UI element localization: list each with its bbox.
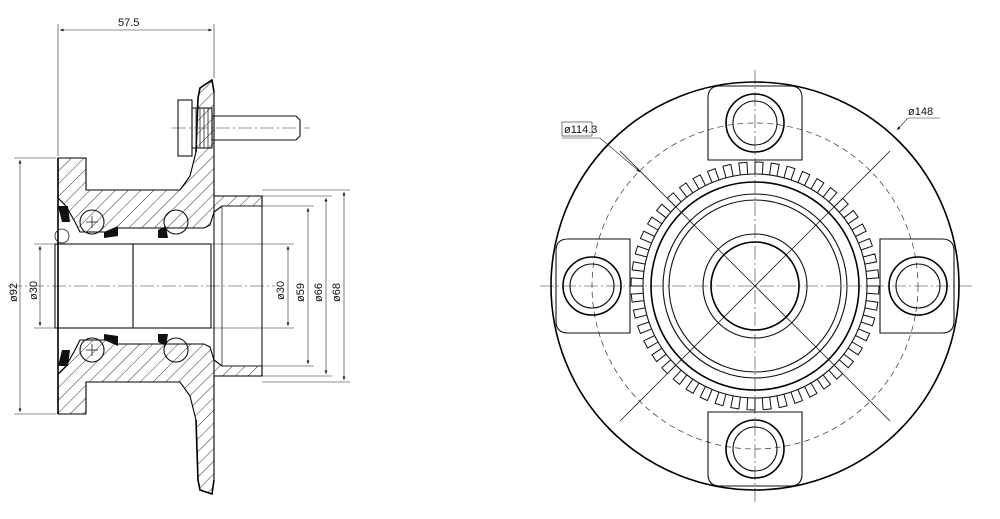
bearing-balls-upper <box>79 209 189 235</box>
stud-hole-left <box>562 256 622 316</box>
wheel-stud <box>172 99 310 157</box>
dim-bore-right-label: ø30 <box>275 281 287 300</box>
seal-lower-left <box>58 350 70 366</box>
hub-bore <box>710 241 800 331</box>
stud-hole-bottom <box>725 419 785 479</box>
abs-tone-ring <box>630 161 880 411</box>
dim-outer-label: ø148 <box>908 106 933 118</box>
hub-outer-circle <box>650 181 860 391</box>
detail-circle <box>54 228 70 244</box>
dim-d66-label: ø66 <box>313 283 325 302</box>
abs-teeth <box>630 161 880 411</box>
stud-hole-right <box>888 256 948 316</box>
hub-bore-outer <box>702 233 808 339</box>
bearing-balls-lower <box>79 337 189 363</box>
stud-bosses <box>555 85 955 487</box>
dim-pcd-label: ø114.3 <box>564 124 597 136</box>
hub-body-upper <box>57 79 263 233</box>
dim-d68-label: ø68 <box>331 283 343 302</box>
dim-d59-label: ø59 <box>295 283 307 302</box>
front-view: ø114.3 ø148 <box>540 70 975 505</box>
side-section-view: 57.5 ø92 ø30 ø30 ø59 ø66 ø68 <box>8 17 350 496</box>
hub-body-lower <box>57 339 263 495</box>
outer-flange-circle <box>550 81 960 491</box>
dim-width-label: 57.5 <box>118 17 139 29</box>
pcd-circle <box>591 122 919 450</box>
seal-upper-left <box>58 206 70 222</box>
stud-hole-top <box>725 93 785 153</box>
dim-outer-flange-label: ø92 <box>8 283 20 302</box>
dim-bore-left-label: ø30 <box>28 281 40 300</box>
